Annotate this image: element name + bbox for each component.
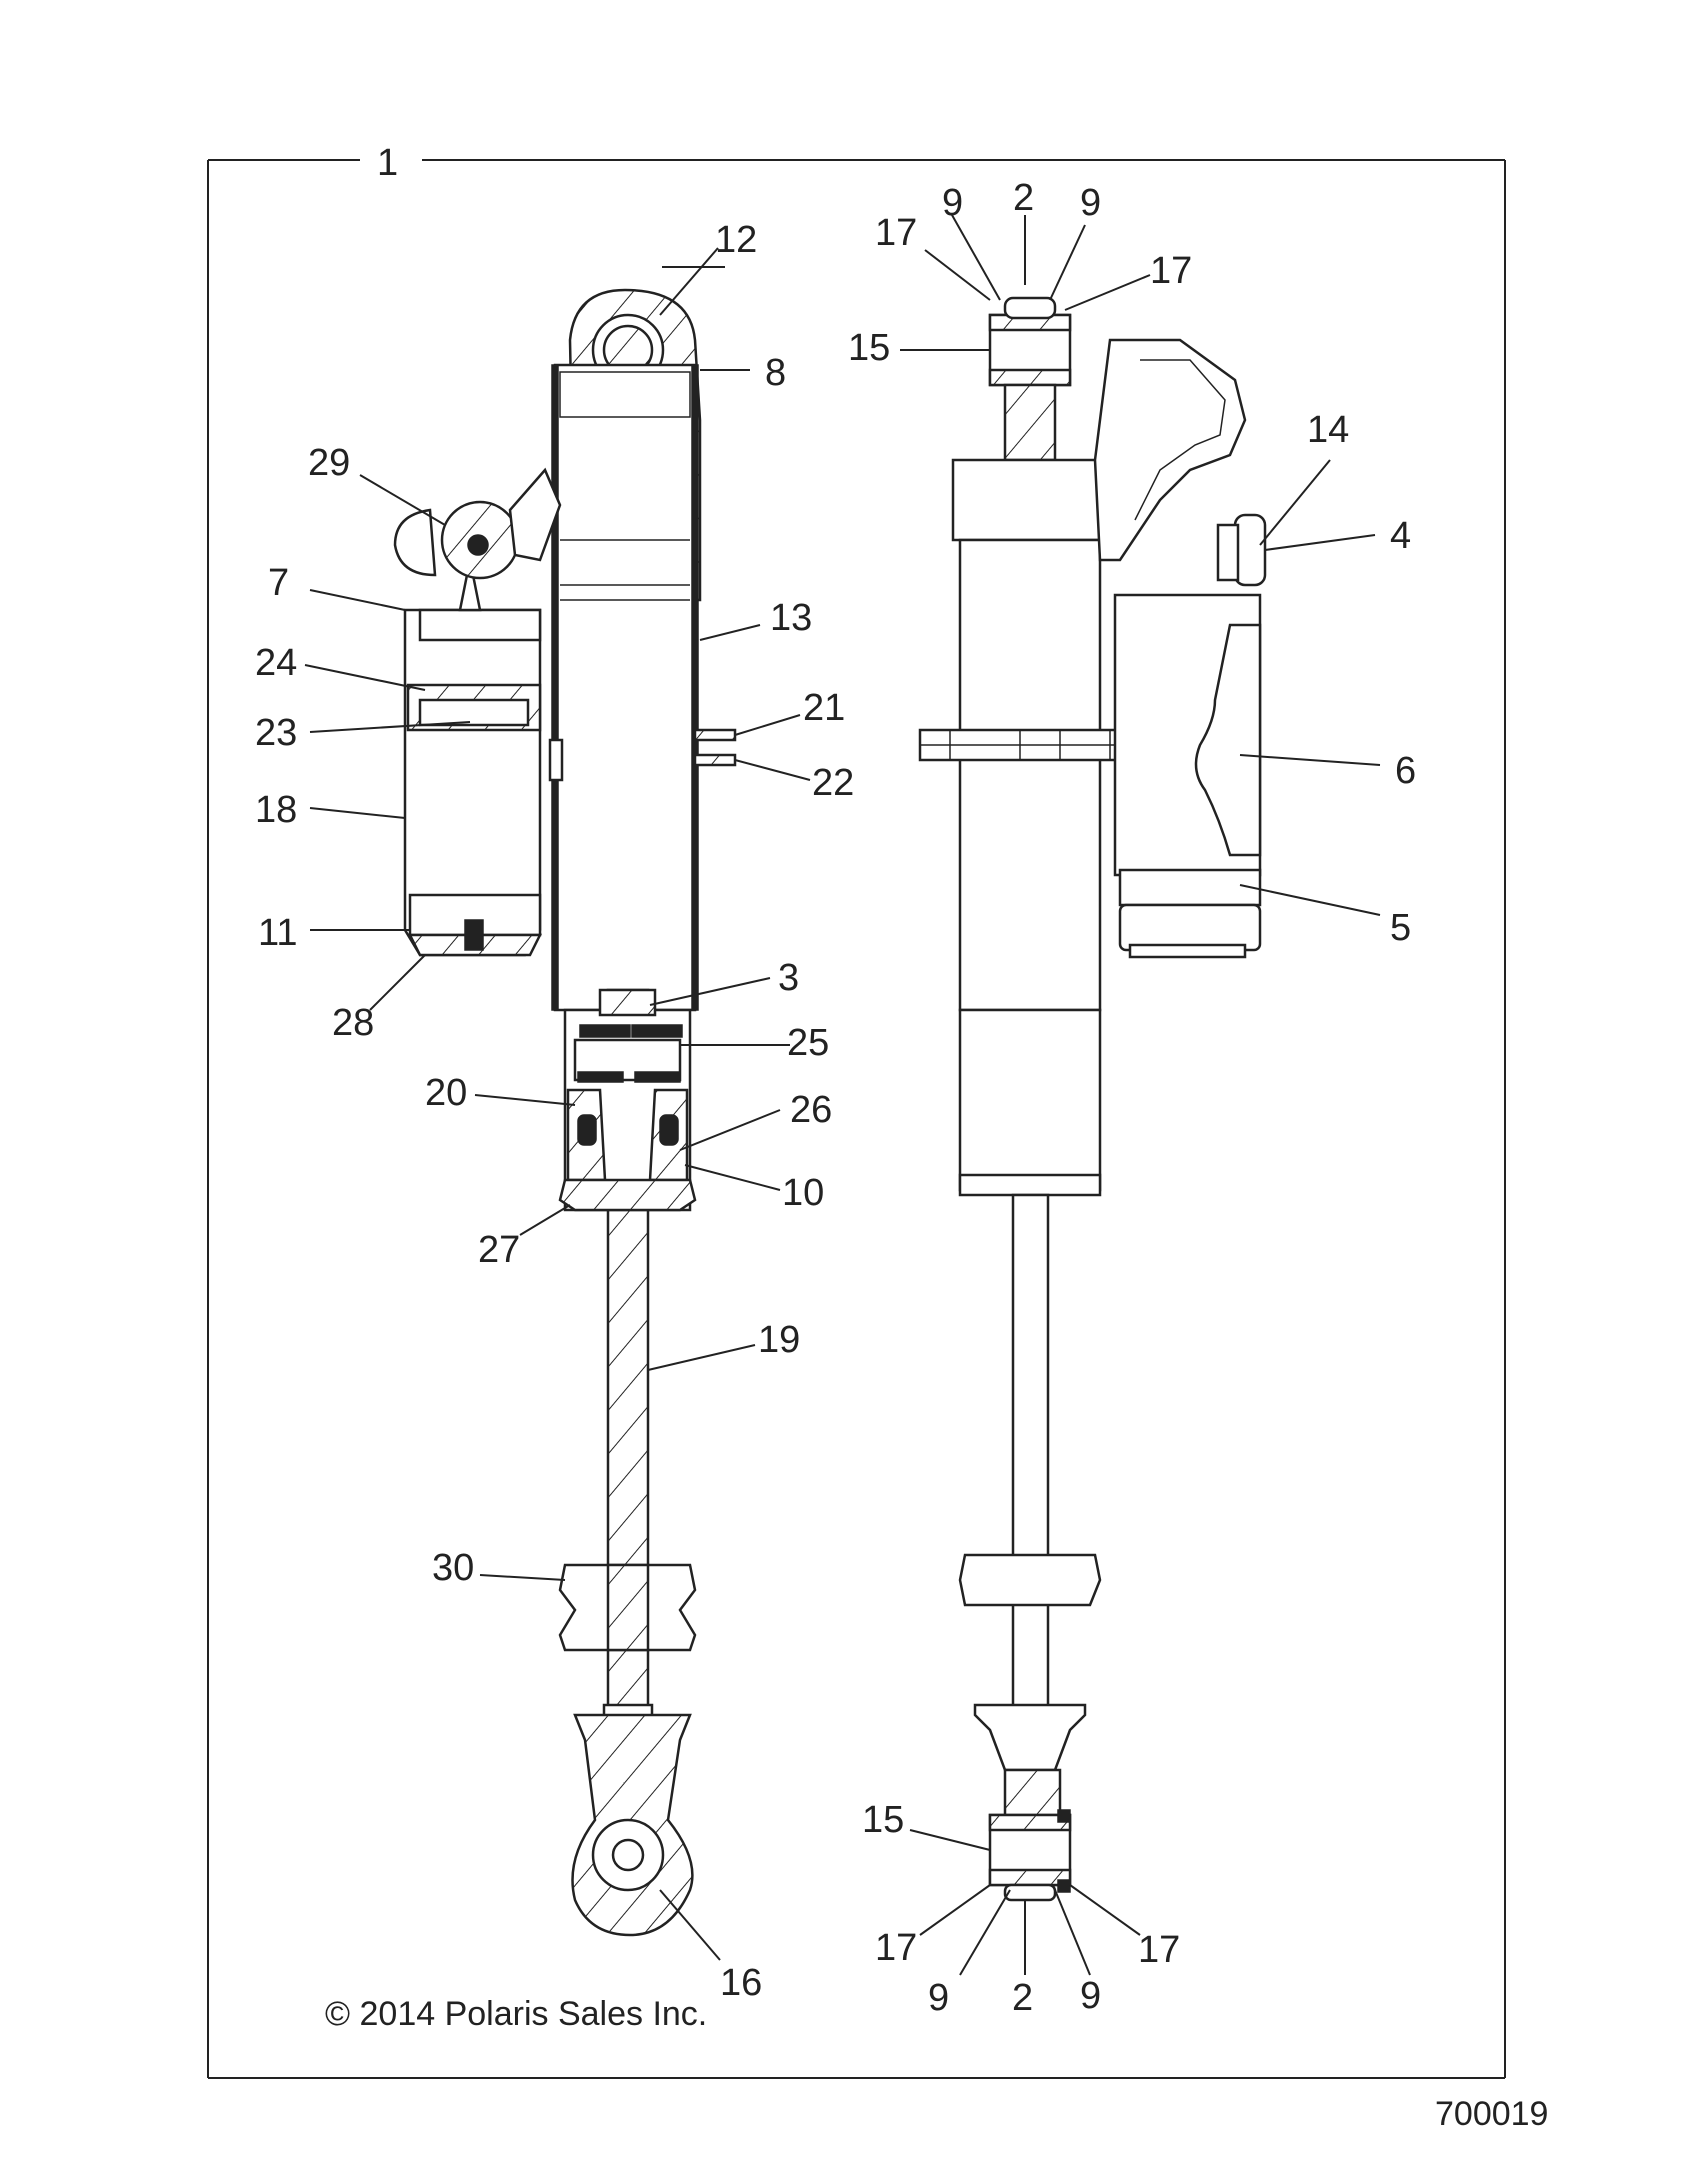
adjuster-knob-exterior bbox=[1233, 513, 1267, 587]
callout-10: 10 bbox=[782, 1172, 824, 1214]
callout-18: 18 bbox=[255, 789, 297, 831]
callout-9: 9 bbox=[1080, 1975, 1101, 2017]
callout-22: 22 bbox=[812, 762, 854, 804]
callout-17: 17 bbox=[1138, 1929, 1180, 1971]
callout-25: 25 bbox=[787, 1022, 829, 1064]
callout-24: 24 bbox=[255, 642, 297, 684]
upper-body bbox=[951, 458, 1105, 542]
callout-17: 17 bbox=[875, 1927, 917, 1969]
callout-7: 7 bbox=[268, 562, 289, 604]
callout-5: 5 bbox=[1390, 907, 1411, 949]
retaining-ring bbox=[693, 728, 737, 742]
shaft-exterior bbox=[1011, 1193, 1050, 1712]
callout-28: 28 bbox=[332, 1002, 374, 1044]
figure-number: 700019 bbox=[1435, 2095, 1548, 2133]
callout-15: 15 bbox=[862, 1799, 904, 1841]
callout-17: 17 bbox=[875, 212, 917, 254]
callout-12: 12 bbox=[715, 219, 757, 261]
bottom-cap bbox=[558, 1178, 697, 1212]
callout-11: 11 bbox=[258, 912, 297, 954]
reservoir-piston bbox=[418, 698, 530, 727]
callout-19: 19 bbox=[758, 1319, 800, 1361]
callout-8: 8 bbox=[765, 352, 786, 394]
callout-23: 23 bbox=[255, 712, 297, 754]
callout-26: 26 bbox=[790, 1089, 832, 1131]
callout-14: 14 bbox=[1307, 409, 1349, 451]
callout-21: 21 bbox=[803, 687, 845, 729]
callout-15: 15 bbox=[848, 327, 890, 369]
callout-9: 9 bbox=[942, 182, 963, 224]
main-body bbox=[553, 363, 697, 1012]
callout-2: 2 bbox=[1013, 177, 1034, 219]
callout-27: 27 bbox=[478, 1229, 520, 1271]
callout-2: 2 bbox=[1012, 1977, 1033, 2019]
callout-3: 3 bbox=[778, 957, 799, 999]
body-tube bbox=[958, 538, 1102, 1012]
wire-ring bbox=[693, 753, 737, 767]
shock-exterior bbox=[918, 296, 1267, 1902]
callout-9: 9 bbox=[928, 1977, 949, 2019]
assembly-frame bbox=[207, 159, 1506, 2079]
reservoir-cap bbox=[1118, 868, 1262, 907]
callout-4: 4 bbox=[1390, 515, 1411, 557]
bump-stop-exterior bbox=[958, 1553, 1102, 1607]
callout-17: 17 bbox=[1150, 250, 1192, 292]
callout-6: 6 bbox=[1395, 750, 1416, 792]
callout-13: 13 bbox=[770, 597, 812, 639]
callout-labels: 1 9 2 9 17 17 15 12 8 29 7 13 24 23 21 2… bbox=[255, 142, 1416, 2019]
shock-cross-section bbox=[393, 288, 737, 1937]
copyright-text: © 2014 Polaris Sales Inc. bbox=[325, 1995, 707, 2033]
callout-29: 29 bbox=[308, 442, 350, 484]
callout-16: 16 bbox=[720, 1962, 762, 2004]
callout-1: 1 bbox=[377, 142, 398, 184]
callout-9: 9 bbox=[1080, 182, 1101, 224]
lower-body-tube bbox=[958, 1008, 1102, 1192]
callout-20: 20 bbox=[425, 1072, 467, 1114]
callout-30: 30 bbox=[432, 1547, 474, 1589]
leader-lines bbox=[304, 214, 1381, 1976]
